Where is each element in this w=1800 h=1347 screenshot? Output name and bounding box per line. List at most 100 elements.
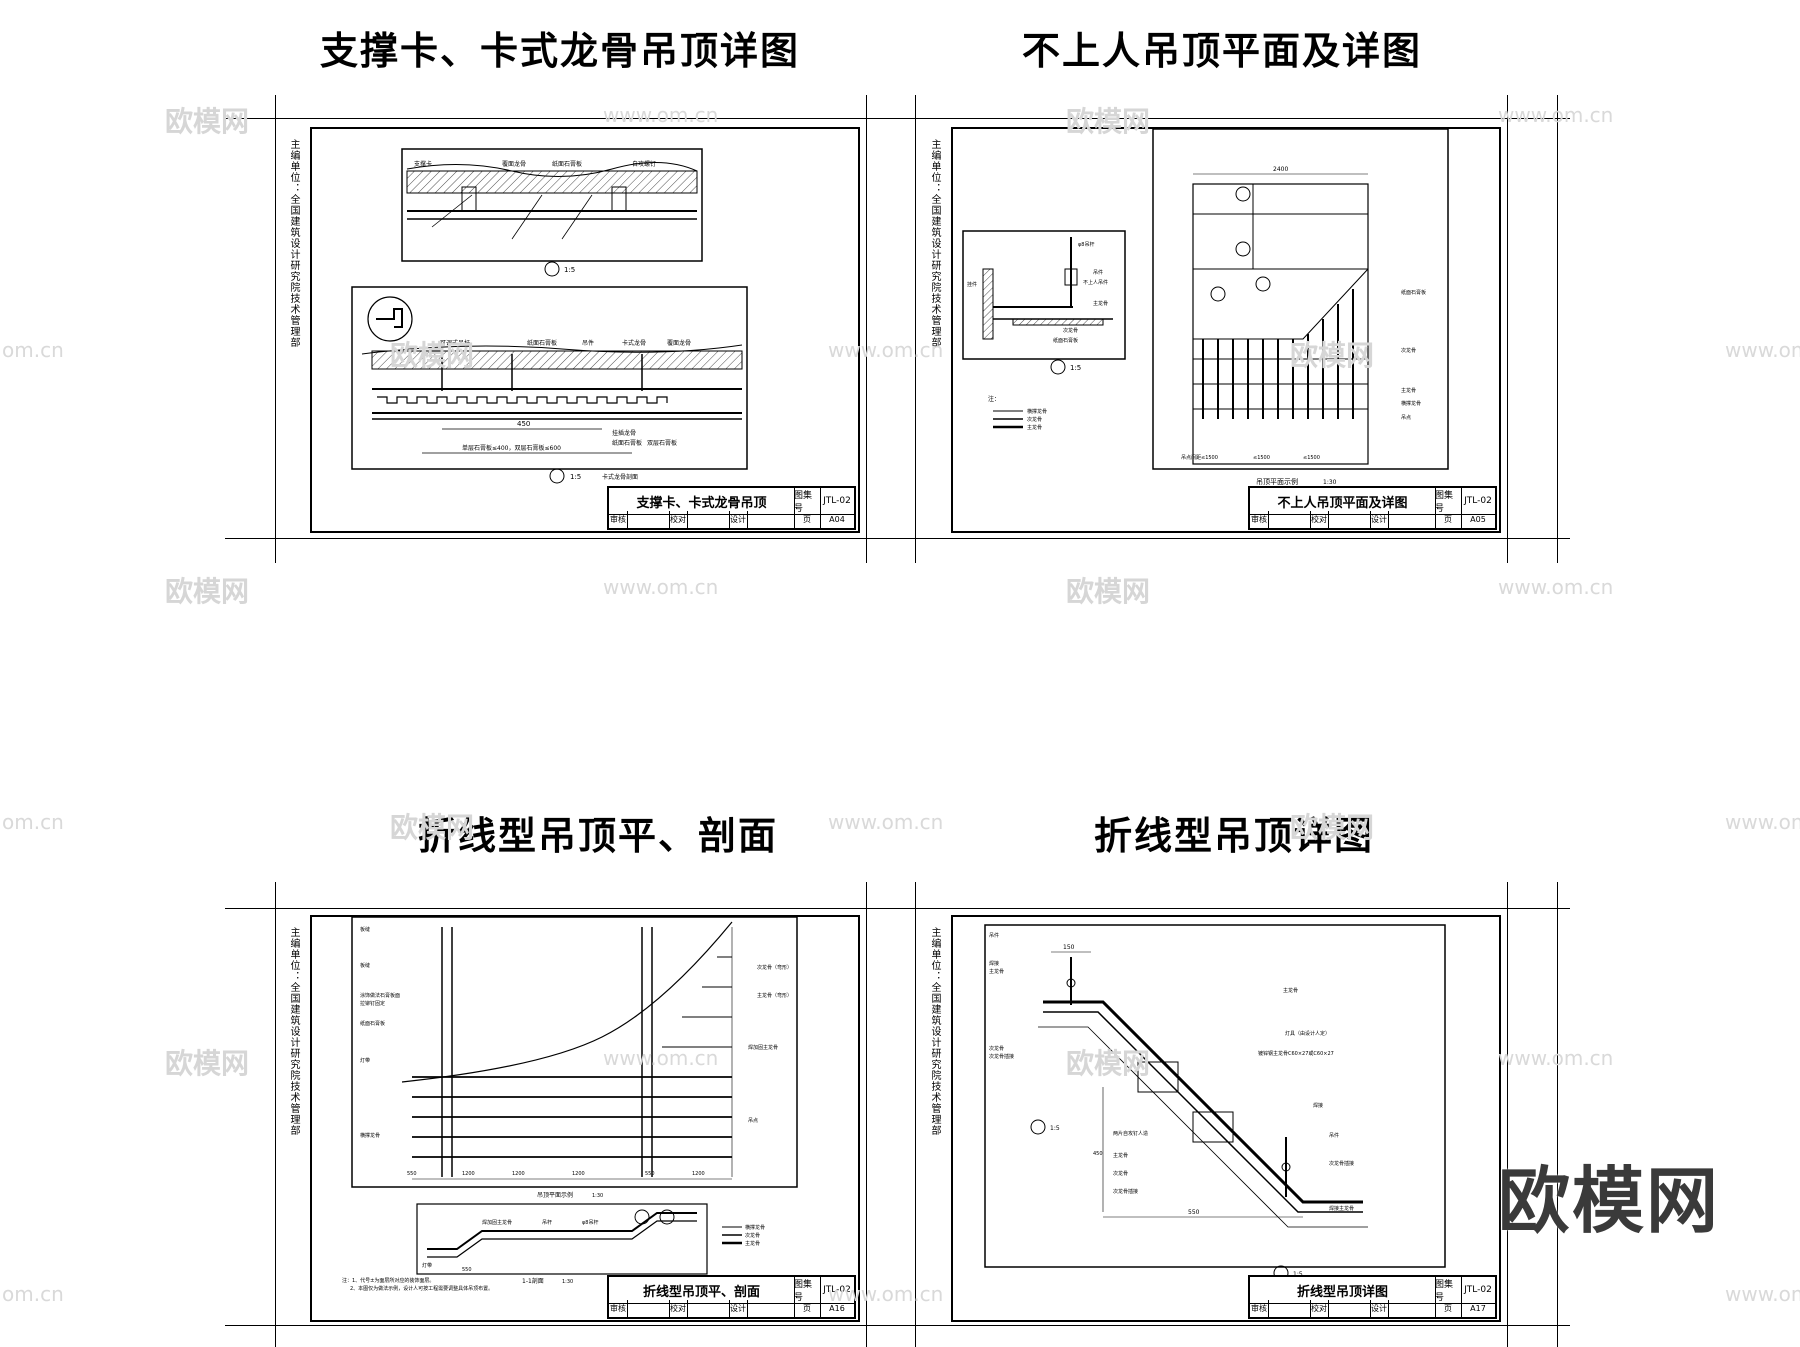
drawing-no: JTL-02 xyxy=(823,1285,851,1295)
dim-550: 550 xyxy=(1188,1209,1200,1216)
watermark-brand: 欧模网 xyxy=(1290,811,1375,844)
watermark-brand: 欧模网 xyxy=(1290,339,1375,372)
sign-review: 审核 xyxy=(609,1300,628,1317)
label-right-main: 主龙骨 xyxy=(1401,387,1416,394)
dim-b-3: 1200 xyxy=(572,1171,585,1177)
frame-line xyxy=(1507,95,1508,563)
page-no: A17 xyxy=(1470,1304,1486,1313)
frame-line xyxy=(866,95,867,563)
plan-caption: 吊顶平面示例 xyxy=(1256,477,1298,486)
sheet-4-drawing: 150 吊件 焊接 主龙骨 次龙骨 次龙骨插接 主龙骨 灯具（由设计人定） 镀锌… xyxy=(984,924,1446,1281)
watermark-url-partial: om.cn xyxy=(2,810,64,834)
legend-title: 注： xyxy=(988,395,1000,403)
legend-cross: 横撑龙骨 xyxy=(745,1224,765,1231)
drawing-no: JTL-02 xyxy=(1464,496,1492,506)
label-sub-curved: 次龙骨（弯形） xyxy=(757,964,792,971)
label-support-clip: 支撑卡 xyxy=(414,160,432,168)
sec-label-rod: 吊杆 xyxy=(542,1219,552,1226)
sign-cell xyxy=(1388,511,1436,528)
plan-scale: 1:30 xyxy=(592,1193,603,1199)
watermark-url: www.om.cn xyxy=(1498,1046,1614,1070)
label-card-keel: 卡式龙骨 xyxy=(622,339,646,347)
sign-cell xyxy=(747,1300,795,1317)
frame-line xyxy=(915,95,916,563)
page-label: 页 xyxy=(794,1300,821,1317)
label-gypsum-3: 纸面石膏板 xyxy=(612,439,642,447)
label-3: 次龙骨 xyxy=(989,1045,1004,1052)
sheet-1-drawing: 支撑卡 覆面龙骨 纸面石膏板 自攻螺钉 1:5 可调式吊杆 纸面石膏板 吊件 卡… xyxy=(351,148,748,484)
sheet-3-drawing: 板缝 板缝 涂饰做法石膏板面 拉铆钉固定 纸面石膏板 灯带 横撑龙骨 次龙骨（弯… xyxy=(342,916,798,1292)
label-hang-point: 吊点 xyxy=(748,1118,758,1124)
frame-line xyxy=(275,95,276,563)
label-sub-keel: 次龙骨 xyxy=(1063,327,1078,334)
label-11: 主龙骨 xyxy=(1113,1152,1128,1159)
label-7: 镀锌钢主龙骨C60×27或C60×27 xyxy=(1258,1050,1334,1057)
watermark-url: www.om.cn xyxy=(1498,103,1614,127)
title-block-4: 折线型吊顶详图 图集号 JTL-02 审核 校对 设计 页 A17 xyxy=(1248,1275,1497,1319)
sec-label-phi: φ8吊杆 xyxy=(582,1219,598,1226)
watermark-url: www.om.cn xyxy=(828,338,944,362)
watermark-brand: 欧模网 xyxy=(390,811,475,844)
label-6: 灯具（由设计人定） xyxy=(1285,1030,1330,1037)
dim-bottom-c: ≤1500 xyxy=(1303,455,1320,461)
sign-cell xyxy=(687,511,730,528)
label-hanger: 吊件 xyxy=(1093,269,1103,276)
page-label: 页 xyxy=(1435,1300,1462,1317)
watermark-url: www.om.cn xyxy=(828,810,944,834)
frame-line xyxy=(275,882,276,1347)
sec-label-weld: 焊加固主龙骨 xyxy=(482,1219,512,1226)
legend-sub: 次龙骨 xyxy=(745,1232,760,1239)
frame-line xyxy=(1507,882,1508,1347)
frame-line xyxy=(1557,95,1558,563)
sign-cell xyxy=(687,1300,730,1317)
frame-line xyxy=(225,908,1570,909)
label-seam-1: 板缝 xyxy=(360,926,370,933)
sheet-1: 主编单位：全国建筑设计研究院技术管理部 支撑卡 覆面龙骨 纸面石膏板 自攻螺钉 … xyxy=(288,127,860,533)
label-15: 焊接主龙骨 xyxy=(1329,1205,1354,1212)
watermark-url: www.om.cn xyxy=(603,1046,719,1070)
label-1: 焊接 xyxy=(989,960,999,967)
sec-label-550: 550 xyxy=(462,1267,472,1273)
frame-line xyxy=(225,118,1570,119)
watermark-brand: 欧模网 xyxy=(165,1047,250,1080)
sign-cell xyxy=(1388,1300,1436,1317)
label-nonwalk-hanger: 不上人吊件 xyxy=(1083,279,1108,286)
watermark-url: www.om.cn xyxy=(603,103,719,127)
label-rivet: 拉铆钉固定 xyxy=(360,1000,385,1007)
dim-bottom-a: 吊点间距≤1500 xyxy=(1181,454,1218,461)
dim-top: 2400 xyxy=(1273,166,1288,173)
sign-cell xyxy=(747,511,795,528)
section-caption: 1-1剖面 xyxy=(522,1277,544,1285)
watermark-brand: 欧模网 xyxy=(1066,1047,1151,1080)
label-gypsum: 纸面石膏板 xyxy=(1053,337,1078,344)
page-no: A16 xyxy=(829,1304,845,1313)
legend-main-keel: 主龙骨 xyxy=(1027,424,1042,431)
sheet-title: 不上人吊顶平面及详图 xyxy=(1250,488,1436,514)
watermark-url: www.om.cn xyxy=(1725,810,1800,834)
label-0: 吊件 xyxy=(989,932,999,939)
label-weld-main: 焊加固主龙骨 xyxy=(748,1044,778,1051)
sheet-2-drawing: φ8吊杆 吊件 不上人吊件 挂件 主龙骨 次龙骨 纸面石膏板 1:5 注： 横撑… xyxy=(962,128,1449,486)
panel-2-heading: 不上人吊顶平面及详图 xyxy=(1022,29,1423,73)
side-note: 主编单位：全国建筑设计研究院技术管理部 xyxy=(288,927,299,1136)
label-8: 焊接 xyxy=(1313,1102,1323,1109)
dim-b-2: 1200 xyxy=(512,1171,525,1177)
frame-line xyxy=(866,882,867,1347)
bottom-caption: 卡式龙骨剖面 xyxy=(602,473,638,481)
label-double-gypsum: 双层石膏板 xyxy=(647,439,677,447)
sign-cell xyxy=(1328,511,1371,528)
label-cover-keel: 覆面龙骨 xyxy=(502,160,526,168)
label-main-keel: 主龙骨 xyxy=(1093,300,1108,307)
label-cover-keel-2: 覆面龙骨 xyxy=(667,339,691,347)
sheet-title: 支撑卡、卡式龙骨吊顶 xyxy=(609,488,795,514)
label-10: 两片自攻钉人造 xyxy=(1113,1130,1148,1137)
sign-cell xyxy=(1268,1300,1311,1317)
drawing-no: JTL-02 xyxy=(823,496,851,506)
sign-review: 审核 xyxy=(1250,511,1269,528)
dim-450: 450 xyxy=(1093,1151,1103,1157)
note-2: 2、本图仅为做法示例，设计人可按工程需要调整具体吊顶布置。 xyxy=(350,1285,493,1292)
sheet-title: 折线型吊顶详图 xyxy=(1250,1277,1436,1303)
sign-design: 设计 xyxy=(1370,511,1389,528)
label-screw: 自攻螺钉 xyxy=(632,160,656,168)
sign-design: 设计 xyxy=(1370,1300,1389,1317)
